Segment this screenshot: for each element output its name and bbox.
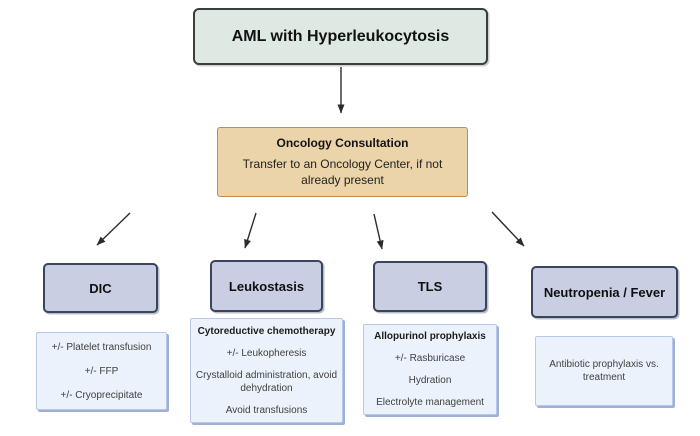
arrow-consult-to-neutropenia	[491, 211, 525, 247]
node-leukostasis: Leukostasis	[210, 260, 323, 312]
arrow-consult-to-dic	[96, 212, 131, 246]
node-leukostasis-title: Leukostasis	[228, 278, 305, 294]
detail-item: +/- FFP	[84, 365, 119, 377]
detail-item-header: Allopurinol prophylaxis	[374, 331, 486, 342]
detail-item: Antibiotic prophylaxis vs. treatment	[549, 359, 659, 383]
node-aml-hyperleukocytosis: AML with Hyperleukocytosis	[193, 8, 488, 65]
detail-card-neutropenia: Antibiotic prophylaxis vs. treatment	[535, 336, 673, 406]
detail-item: Hydration	[408, 375, 452, 386]
arrow-consult-to-leukostasis	[244, 212, 257, 249]
detail-card-tls: Allopurinol prophylaxis +/- Rasburicase …	[363, 324, 497, 415]
detail-item: +/- Platelet transfusion	[51, 341, 152, 353]
node-neutropenia-title: Neutropenia / Fever	[543, 284, 666, 300]
node-aml-title: AML with Hyperleukocytosis	[231, 27, 450, 45]
detail-item-header: Cytoreductive chemotherapy	[197, 325, 336, 337]
detail-item: Electrolyte management	[376, 397, 484, 408]
node-tls: TLS	[373, 261, 487, 312]
node-neutropenia-fever: Neutropenia / Fever	[531, 266, 678, 318]
arrow-consult-to-tls	[373, 213, 384, 250]
detail-item: +/- Leukopheresis	[226, 347, 307, 359]
detail-item: +/- Rasburicase	[394, 353, 466, 364]
consult-body: Transfer to an Oncology Center, if not a…	[242, 156, 443, 187]
detail-item: Avoid transfusions	[225, 404, 308, 416]
node-oncology-consultation: Oncology Consultation Transfer to an Onc…	[217, 127, 468, 197]
node-tls-title: TLS	[417, 279, 443, 294]
detail-item: Crystalloid administration, avoid dehydr…	[195, 369, 338, 394]
node-dic: DIC	[43, 263, 158, 313]
node-dic-title: DIC	[89, 280, 112, 296]
detail-card-leukostasis: Cytoreductive chemotherapy +/- Leukopher…	[190, 318, 343, 423]
detail-item: +/- Cryoprecipitate	[60, 389, 143, 401]
consult-title: Oncology Consultation	[276, 135, 409, 150]
detail-card-dic: +/- Platelet transfusion +/- FFP +/- Cry…	[36, 332, 167, 410]
